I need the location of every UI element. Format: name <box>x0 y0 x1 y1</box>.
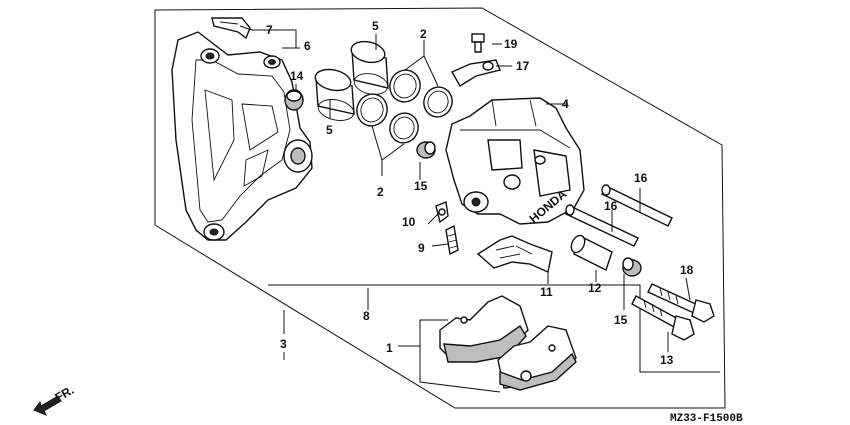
callout-19: 19 <box>504 37 518 51</box>
pad-spring <box>476 235 553 273</box>
caliper-bolt-13 <box>631 295 695 341</box>
callout-13: 13 <box>660 353 674 367</box>
callout-14: 14 <box>290 69 304 83</box>
callout-2-bottom: 2 <box>377 185 384 199</box>
pad-spring-plate <box>451 59 501 87</box>
bleeder-cap <box>445 224 459 256</box>
drawing-code: MZ33-F1500B <box>670 413 743 425</box>
callout-9: 9 <box>418 241 425 255</box>
bracket-clip <box>211 17 251 40</box>
piston-upper <box>350 40 389 95</box>
callout-17: 17 <box>516 59 530 73</box>
slide-pin-boot-14 <box>284 89 304 111</box>
callout-1: 1 <box>386 341 393 355</box>
callout-8: 8 <box>363 309 370 323</box>
callout-7: 7 <box>266 23 273 37</box>
callout-15-upper: 15 <box>414 179 428 193</box>
callout-labels: 1 2 2 3 4 5 5 6 7 8 9 10 11 12 13 14 15 … <box>266 19 694 367</box>
slide-pin-upper <box>601 184 673 227</box>
callout-18: 18 <box>680 263 694 277</box>
brake-pad-set <box>419 295 577 393</box>
callout-15-lower: 15 <box>614 313 628 327</box>
callout-5-bottom: 5 <box>326 123 333 137</box>
callout-5-top: 5 <box>372 19 379 33</box>
callout-4: 4 <box>562 97 569 111</box>
bleeder-valve <box>435 201 449 224</box>
pin-boot-lower <box>622 257 642 277</box>
caliper-outline <box>268 284 720 373</box>
callout-10: 10 <box>402 215 416 229</box>
caliper-bracket <box>171 31 313 241</box>
callout-16-lower: 16 <box>604 199 618 213</box>
front-arrow: FR. <box>33 383 76 416</box>
callout-11: 11 <box>540 285 553 299</box>
callout-3: 3 <box>280 337 287 351</box>
caliper-bolt-18 <box>647 283 715 323</box>
leader-lines <box>239 25 691 360</box>
piston-seals <box>356 69 453 144</box>
caliper-body: HONDA <box>445 97 585 226</box>
bleeder-bolt <box>471 33 485 53</box>
pin-boot-upper <box>416 141 436 159</box>
slide-pin-lower <box>565 204 639 247</box>
pin-sleeve <box>570 234 613 271</box>
callout-6: 6 <box>304 39 311 53</box>
callout-2-top: 2 <box>420 27 427 41</box>
callout-16-upper: 16 <box>634 171 648 185</box>
callout-12: 12 <box>588 281 602 295</box>
piston-lower <box>314 68 355 121</box>
assembly-outline <box>154 7 726 409</box>
